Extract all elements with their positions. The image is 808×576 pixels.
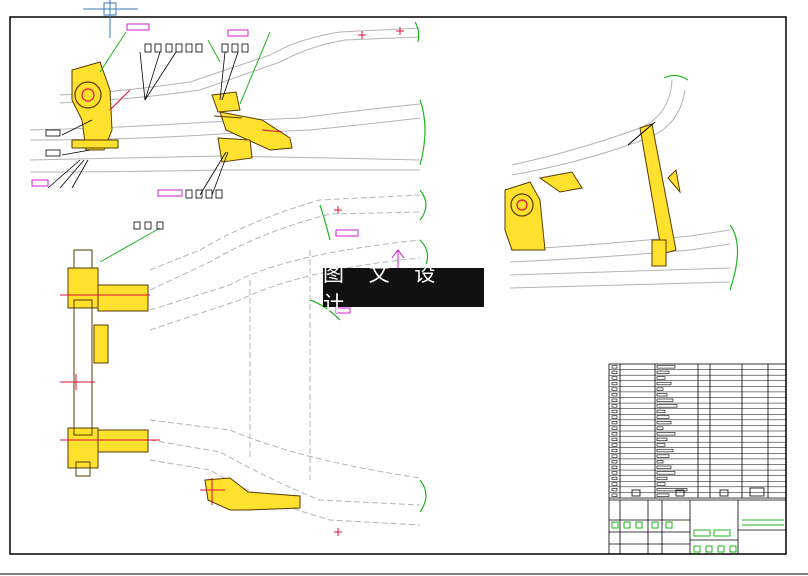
parts-list-cell-text <box>656 482 666 486</box>
parts-list-index <box>611 471 618 475</box>
frame-rails-plan <box>149 194 421 526</box>
leader-lines-top-left <box>47 51 239 196</box>
parts-list-index <box>611 476 618 481</box>
parts-list-index <box>611 443 618 447</box>
parts-list-cell-text <box>656 432 676 436</box>
suspension-bracket-mid <box>211 91 293 163</box>
parts-list-cell-text <box>656 437 668 441</box>
frame-rail-break-lines <box>414 21 426 166</box>
parts-list-index <box>611 448 618 453</box>
parts-list-index <box>611 398 618 402</box>
leader-lines-green <box>99 31 271 263</box>
parts-list-index <box>611 404 618 408</box>
parts-list-index <box>611 393 618 397</box>
crosshair-icon <box>83 0 138 38</box>
parts-list-cell-text <box>656 476 668 481</box>
parts-list-cell-text <box>656 443 666 447</box>
parts-list-index <box>611 493 618 497</box>
parts-list-index <box>611 387 618 391</box>
suspension-bracket-left <box>71 61 119 151</box>
parts-list-index <box>611 409 618 414</box>
parts-list-index <box>611 415 618 419</box>
arrow-up-icon <box>391 249 405 268</box>
parts-list-index <box>611 488 618 492</box>
parts-list-index <box>611 465 618 469</box>
parts-list-index <box>611 365 618 369</box>
parts-list-cell-text <box>656 415 670 419</box>
parts-list-index <box>611 370 618 374</box>
parts-list-cell-text <box>656 376 666 380</box>
parts-list-cell-text <box>656 365 676 369</box>
parts-list-index <box>611 482 618 486</box>
parts-list-index <box>611 426 618 430</box>
parts-list-cell-text <box>656 493 670 497</box>
title-block-green-marks <box>611 519 784 553</box>
parts-list-cell-text <box>656 381 672 386</box>
parts-list-index <box>611 376 618 380</box>
parts-list-cell-text <box>656 465 672 469</box>
watermark-banner: 图 文 设 计 <box>323 262 484 316</box>
parts-list-cell-text <box>656 448 674 453</box>
parts-list-cell-text <box>656 404 678 408</box>
frame-rails-right <box>509 79 731 289</box>
parts-list-index <box>611 381 618 386</box>
title-block <box>609 487 786 554</box>
parts-list-index <box>611 421 618 425</box>
suspension-right <box>504 121 681 267</box>
parts-list-cell-text <box>656 471 676 475</box>
frame-rails-right-breaks <box>663 74 739 291</box>
label-boxes-black <box>45 43 249 230</box>
drawing-border <box>9 16 787 555</box>
parts-list-cell-text <box>656 393 668 397</box>
parts-list-cell-text <box>656 426 664 430</box>
parts-list-index <box>611 460 618 464</box>
parts-list-cell-text <box>656 454 670 458</box>
parts-list-cell-text <box>656 387 664 391</box>
parts-list-index <box>611 454 618 458</box>
parts-list-cell-text <box>656 398 674 402</box>
label-boxes-magenta <box>31 23 359 314</box>
parts-list-cell-text <box>656 370 670 374</box>
parts-list-index <box>611 437 618 441</box>
axle-assembly-plan <box>67 249 301 511</box>
plan-break-lines <box>309 189 429 513</box>
parts-list-cell-text <box>656 421 672 425</box>
parts-list-cell-text <box>656 409 666 414</box>
parts-list-index <box>611 432 618 436</box>
parts-list-rows <box>609 365 786 497</box>
parts-list-cell-text <box>656 488 688 492</box>
plan-centerlines-red <box>60 294 225 505</box>
parts-list-cell-text <box>656 460 664 464</box>
